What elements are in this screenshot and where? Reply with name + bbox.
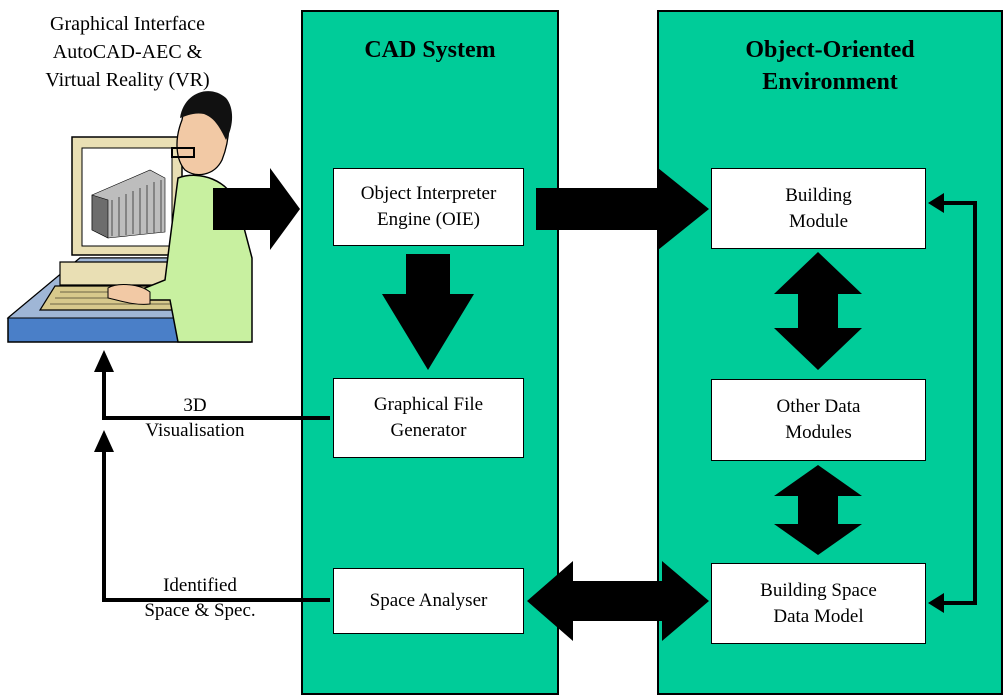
visualisation-label: 3D Visualisation (145, 395, 245, 441)
user-at-computer-illustration (6, 91, 253, 343)
arrow-other-data-to-building-space (774, 465, 862, 555)
building-module-box: Building Module (711, 168, 926, 249)
object-interpreter-engine-box: Object Interpreter Engine (OIE) (333, 168, 524, 246)
person-hand (107, 284, 151, 305)
building-icon (91, 169, 166, 239)
object-oriented-environment-title: Object-Oriented Environment (745, 37, 915, 95)
cad-system-title: CAD System (364, 37, 496, 63)
arrow-computer-to-oie (213, 168, 300, 250)
arrow-oie-to-building-module (536, 168, 709, 250)
person-hair (180, 91, 233, 140)
identified-space-label: Identified Space & Spec. (144, 575, 256, 621)
line-right-loop (940, 201, 977, 605)
space-analyser-box: Space Analyser (333, 568, 524, 634)
graphical-file-generator-box: Graphical File Generator (333, 378, 524, 458)
arrow-building-to-other-data (774, 252, 862, 370)
line-identified-space (102, 450, 330, 602)
glasses (171, 147, 195, 158)
line-visualisation (102, 370, 330, 420)
building-space-data-model-box: Building Space Data Model (711, 563, 926, 644)
arrow-space-analyser-to-building-space (527, 561, 709, 641)
arrow-oie-to-graphical-file (382, 254, 474, 370)
graphical-interface-caption: Graphical Interface AutoCAD-AEC & Virtua… (45, 13, 210, 91)
other-data-modules-box: Other Data Modules (711, 379, 926, 461)
